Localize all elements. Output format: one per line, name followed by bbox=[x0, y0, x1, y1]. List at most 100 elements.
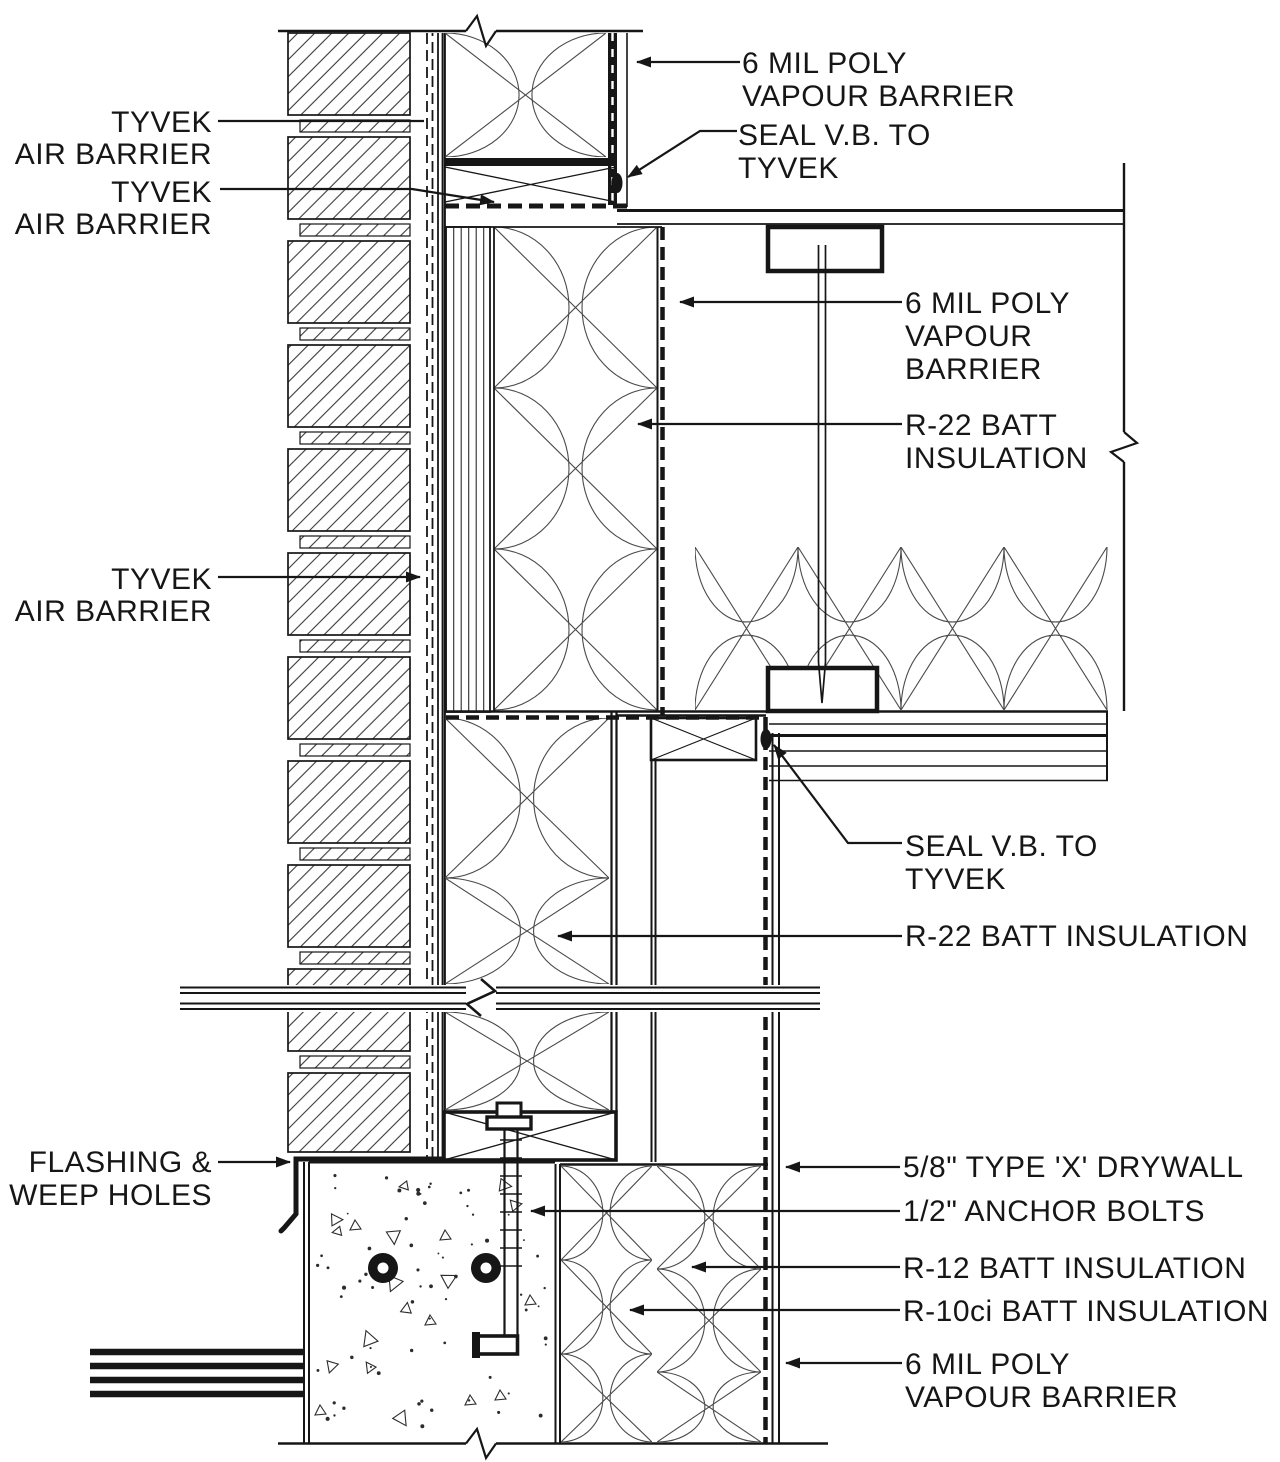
batt-floor-insulation bbox=[695, 547, 1108, 710]
concrete-dot bbox=[316, 1263, 320, 1267]
label-seal-mid: TYVEK bbox=[905, 863, 1006, 896]
label-seal-top: SEAL V.B. TO bbox=[738, 119, 931, 152]
batt-upper-wall bbox=[445, 33, 606, 157]
concrete-dot bbox=[507, 1392, 510, 1395]
batt-r10ci bbox=[561, 1166, 652, 1442]
brick-joint bbox=[299, 327, 411, 341]
concrete-aggregate-triangle bbox=[314, 1403, 327, 1416]
concrete-dot bbox=[507, 1213, 510, 1216]
concrete-dot bbox=[429, 1284, 433, 1289]
label-seal-top: TYVEK bbox=[738, 152, 839, 185]
label-poly-vb-top: VAPOUR BARRIER bbox=[742, 80, 1015, 113]
concrete-dot bbox=[397, 1188, 402, 1193]
concrete-aggregate-triangle bbox=[439, 1228, 452, 1241]
flashing bbox=[278, 1156, 446, 1234]
ceiling-blocking bbox=[765, 224, 885, 704]
concrete-dot bbox=[524, 1308, 528, 1312]
concrete-aggregate-triangle bbox=[399, 1301, 413, 1314]
concrete-dot bbox=[333, 1414, 336, 1417]
concrete-aggregate-triangle bbox=[494, 1388, 507, 1401]
break-line-icon bbox=[465, 13, 497, 49]
label-r22-lower: R-22 BATT INSULATION bbox=[905, 920, 1248, 953]
concrete-aggregate-triangle bbox=[388, 1274, 405, 1293]
concrete-dot bbox=[536, 1254, 540, 1258]
batt-r12 bbox=[657, 1166, 761, 1442]
brick-joint bbox=[299, 951, 411, 965]
concrete-dot bbox=[459, 1191, 463, 1195]
leader-seal-top bbox=[627, 129, 737, 178]
concrete-dot bbox=[316, 1368, 320, 1372]
batt-r22-main-wall bbox=[494, 227, 657, 711]
concrete-dot bbox=[371, 1285, 375, 1289]
lower-wall-framing bbox=[610, 712, 766, 1162]
leader-tyvek-2 bbox=[220, 187, 495, 206]
bolt-washer bbox=[485, 1115, 533, 1131]
concrete-dot bbox=[420, 1399, 424, 1403]
concrete-dot bbox=[404, 1217, 408, 1221]
concrete-aggregate-triangle bbox=[349, 1218, 362, 1231]
label-poly-vb-bottom: 6 MIL POLY bbox=[905, 1348, 1070, 1381]
brick-block bbox=[287, 656, 411, 740]
tyvek-air-barrier-line bbox=[426, 33, 434, 1157]
brick-joint bbox=[299, 847, 411, 861]
break-line-icon bbox=[465, 1426, 497, 1461]
vapour-barrier-run-arrow bbox=[817, 245, 827, 704]
batt-r10ci bbox=[561, 1166, 652, 1442]
label-r12: R-12 BATT INSULATION bbox=[903, 1252, 1246, 1285]
concrete-dot bbox=[437, 1252, 440, 1255]
label-tyvek-2: AIR BARRIER bbox=[15, 208, 212, 241]
concrete-dot bbox=[350, 1355, 354, 1360]
concrete-dot bbox=[326, 1266, 330, 1270]
label-flashing: FLASHING & bbox=[29, 1146, 212, 1179]
brick-block bbox=[287, 136, 411, 220]
concrete-dot bbox=[346, 1212, 349, 1215]
label-poly-vb-mid: BARRIER bbox=[905, 353, 1042, 386]
label-r22-mid: INSULATION bbox=[905, 442, 1088, 475]
strapping-column bbox=[445, 226, 491, 713]
concrete-dot bbox=[334, 1186, 337, 1190]
concrete-dot bbox=[420, 1424, 425, 1429]
sill-plate bbox=[442, 1110, 618, 1162]
wall-break-band bbox=[180, 978, 820, 1017]
concrete-aggregate-triangle bbox=[330, 1212, 345, 1227]
main-wall bbox=[444, 226, 665, 716]
concrete-dot bbox=[416, 1268, 420, 1272]
concrete-aggregate-triangle bbox=[509, 1199, 524, 1213]
concrete-dot bbox=[409, 1243, 414, 1248]
concrete-dot bbox=[497, 1410, 501, 1414]
concrete-aggregate-triangle bbox=[440, 1274, 458, 1290]
batt-r12 bbox=[657, 1166, 761, 1442]
concrete-aggregate-triangle bbox=[385, 1230, 402, 1246]
brick-block bbox=[287, 32, 411, 116]
interior-finish bbox=[763, 717, 780, 1443]
brick-joint bbox=[299, 535, 411, 549]
concrete-dot bbox=[441, 1256, 445, 1259]
label-tyvek-2: TYVEK bbox=[111, 176, 212, 209]
brick-block bbox=[287, 240, 411, 324]
batt-upper-wall bbox=[445, 33, 606, 157]
concrete-dot bbox=[537, 1305, 540, 1308]
concrete-dot bbox=[519, 1293, 523, 1296]
brick-block bbox=[287, 448, 411, 532]
brick-joint bbox=[299, 431, 411, 445]
concrete-dot bbox=[470, 1243, 473, 1246]
concrete-dot bbox=[419, 1285, 422, 1288]
sealant-dot bbox=[760, 729, 772, 749]
batt-floor-insulation bbox=[695, 547, 1108, 710]
second-floor-assembly bbox=[617, 209, 1124, 225]
upper-wall bbox=[278, 13, 643, 209]
lower-floor-assembly bbox=[444, 665, 1108, 782]
concrete-aggregate-triangle bbox=[363, 1329, 380, 1348]
label-tyvek-1: TYVEK bbox=[111, 106, 212, 139]
label-r22-mid: R-22 BATT bbox=[905, 409, 1057, 442]
label-tyvek-3: TYVEK bbox=[111, 563, 212, 596]
concrete-dot bbox=[429, 1182, 432, 1186]
leader-seal-mid bbox=[773, 744, 902, 845]
concrete-aggregate-triangle bbox=[524, 1293, 537, 1306]
anchor-bolt bbox=[472, 1101, 533, 1358]
concrete-aggregate-triangle bbox=[424, 1313, 437, 1326]
label-poly-vb-mid: VAPOUR bbox=[905, 320, 1032, 353]
grade-lines bbox=[90, 1348, 305, 1398]
